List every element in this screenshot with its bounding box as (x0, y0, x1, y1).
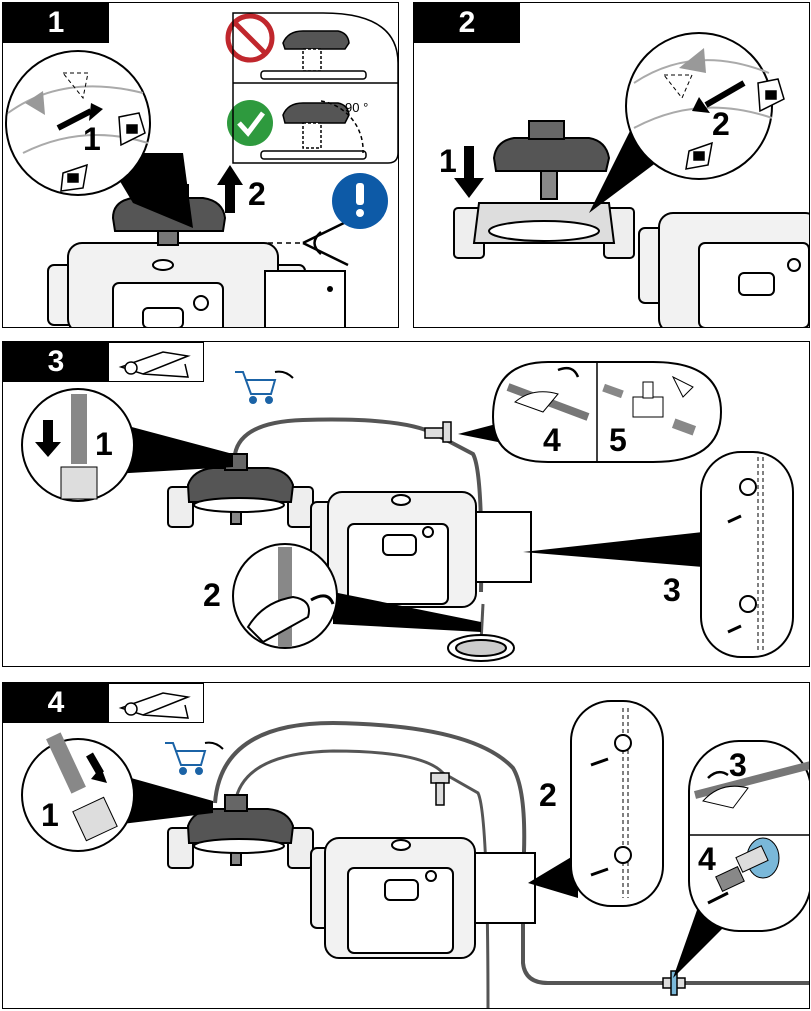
step-2-illustration (414, 3, 810, 328)
magnifier-clips (523, 452, 793, 657)
inset-sensor-wrong (261, 31, 366, 79)
tee-fitting (431, 773, 449, 805)
step-3-panel: 3 (2, 341, 810, 667)
side-panel (265, 271, 345, 328)
callout-clamp: 2 (203, 579, 221, 611)
step-1-illustration (3, 3, 399, 328)
unlock-icon (758, 79, 784, 111)
shopping-cart-icon (235, 372, 293, 403)
tube-cutter-icon (121, 693, 188, 718)
angle-label: 90 ° (345, 100, 368, 115)
step-1-panel: 1 (2, 2, 399, 328)
callout-push: 1 (41, 799, 59, 831)
callout-lower: 1 (439, 145, 457, 177)
step-2-panel: 2 (413, 2, 810, 328)
instrument-body (311, 492, 531, 607)
callout-clips: 3 (663, 574, 681, 606)
step-4-panel: 4 (2, 682, 810, 1009)
callout-clips: 2 (539, 779, 557, 811)
tube-cutter-icon (121, 352, 188, 377)
callout-cut: 3 (729, 749, 747, 781)
callout-unlock: 1 (83, 123, 101, 155)
step-3-illustration (3, 342, 810, 667)
checkmark-icon (227, 100, 273, 146)
instrument-body (639, 213, 810, 328)
eye-icon (303, 221, 348, 265)
instrument-body (311, 838, 535, 958)
sensor-head (494, 121, 609, 199)
callout-tee: 5 (609, 424, 627, 456)
mount-bracket (454, 203, 634, 258)
tee-fitting (425, 422, 451, 442)
callout-valve: 4 (698, 843, 716, 875)
callout-cut: 4 (543, 424, 561, 456)
shopping-cart-icon (165, 743, 223, 774)
callout-lift: 2 (248, 178, 266, 210)
prohibit-icon (228, 16, 272, 60)
lower-arrow (454, 146, 484, 198)
callout-push: 1 (95, 428, 113, 460)
exclamation-icon (332, 173, 388, 229)
callout-lock: 2 (712, 108, 730, 140)
drain (448, 635, 514, 661)
inline-valve (663, 971, 685, 995)
step-4-illustration (3, 683, 810, 1009)
magnifier-lock (589, 33, 772, 213)
magnifier-cut-tee (458, 362, 721, 462)
